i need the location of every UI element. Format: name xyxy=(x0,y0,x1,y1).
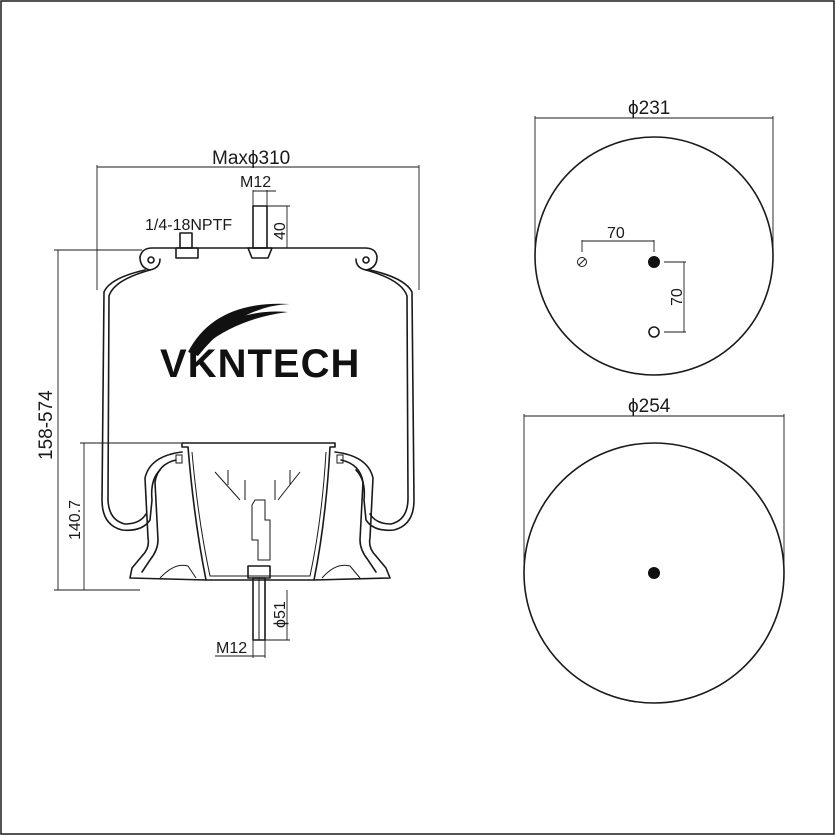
height-range-label: 158-574 xyxy=(36,390,57,460)
crimp-right xyxy=(362,256,370,264)
logo-swoosh-2 xyxy=(200,311,288,344)
piston-rib-1 xyxy=(214,470,301,501)
bottom-stud-label: M12 xyxy=(216,640,247,657)
piston-inner xyxy=(191,451,327,577)
hole-spacing-x-label: 70 xyxy=(607,225,625,242)
bellows-inner-left xyxy=(107,269,151,525)
top-stud-label: M12 xyxy=(240,174,271,191)
piston-tab-right xyxy=(336,454,344,464)
bellows-inner-right xyxy=(365,269,409,525)
piston-foot-left xyxy=(159,564,197,579)
crimp-left xyxy=(147,256,155,264)
hole-spacing-y-label: 70 xyxy=(669,288,686,306)
piston-height-label: 140.7 xyxy=(67,500,84,540)
stud-hole xyxy=(648,256,660,268)
air-fitting xyxy=(179,232,193,249)
logo-text: VKNTECH xyxy=(160,342,360,386)
bottom-view: ϕ254 xyxy=(523,396,785,704)
air-fitting-base xyxy=(175,247,199,259)
piston-left-flange xyxy=(129,451,207,581)
side-view: VKNTECH Maxϕ310 M12 40 1/4-18NPTF 158-57… xyxy=(36,148,420,658)
bellows xyxy=(101,269,161,532)
air-port-hole xyxy=(577,257,587,267)
top-diameter-label: ϕ231 xyxy=(628,98,670,119)
air-port-hole-cross xyxy=(578,258,586,266)
piston-center-core xyxy=(251,499,271,561)
bottom-stud-hole xyxy=(648,567,660,579)
logo-swoosh xyxy=(188,303,290,356)
top-stud-nut xyxy=(247,247,273,259)
piston-right-flange xyxy=(313,451,391,581)
bottom-diameter-label: ϕ254 xyxy=(628,396,671,417)
piston-tab-left xyxy=(175,454,183,464)
vkntech-logo: VKNTECH xyxy=(160,303,360,386)
piston-foot-right xyxy=(321,564,361,579)
bead-plate xyxy=(139,247,378,271)
piston-right-flange-inner xyxy=(340,459,377,573)
top-view: ϕ231 70 70 xyxy=(534,98,774,376)
top-stud-length-label: 40 xyxy=(272,222,289,240)
bottom-stud-diameter-label: ϕ51 xyxy=(272,601,289,628)
top-stud xyxy=(252,205,268,249)
bellows-right xyxy=(355,269,415,532)
air-fitting-label: 1/4-18NPTF xyxy=(145,217,232,234)
max-diameter-label: Maxϕ310 xyxy=(212,148,290,169)
piston-left-flange-inner xyxy=(141,459,177,573)
secondary-hole xyxy=(648,326,660,338)
